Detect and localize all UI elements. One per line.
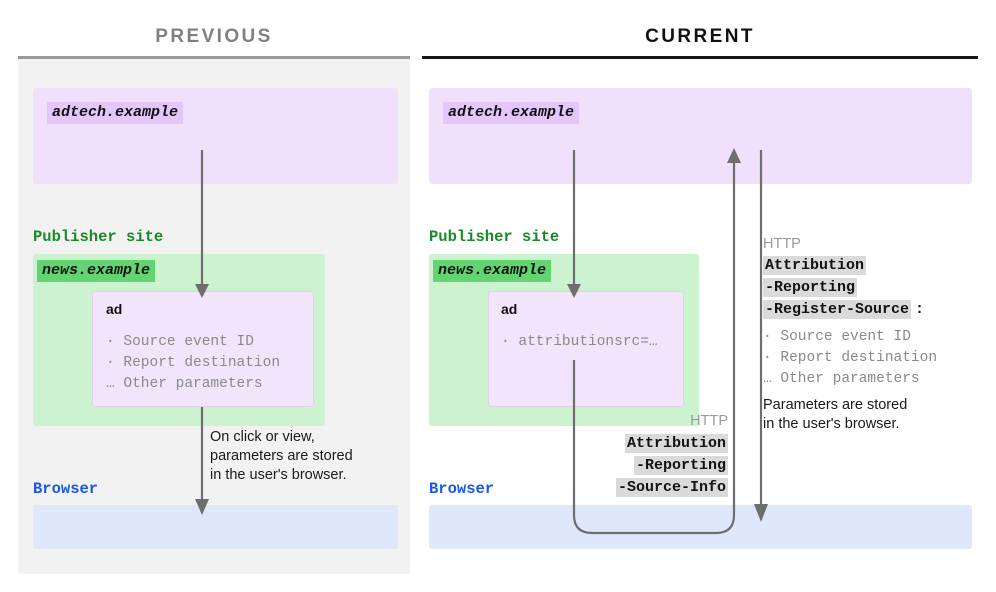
prev-ad-title: ad [106, 301, 123, 317]
cur-browser-label: Browser [429, 480, 495, 498]
cur-request-header-part-3: -Source-Info [615, 478, 728, 497]
prev-browser-label: Browser [33, 480, 99, 498]
cur-browser-box [429, 505, 972, 549]
cur-response-header-part-2: -Reporting [763, 278, 858, 297]
cur-news-chip: news.example [433, 260, 552, 283]
cur-request-header-part-1: Attribution [624, 434, 728, 453]
cur-request-header-line-1: Attribution [528, 434, 728, 453]
prev-browser-box [33, 505, 398, 549]
prev-flow-note: On click or view, parameters are stored … [210, 429, 353, 484]
cur-adtech-chip: adtech.example [443, 102, 580, 125]
cur-response-header-line-1: Attribution [763, 256, 867, 275]
cur-response-header-part-3: -Register-Source [763, 300, 912, 319]
cur-ad-title: ad [501, 301, 518, 317]
cur-ad-params: · attributionsrc=… [501, 334, 658, 350]
panel-previous-title: PREVIOUS [155, 26, 273, 47]
cur-request-header-line-2: -Reporting [528, 456, 728, 475]
prev-adtech-chip: adtech.example [47, 102, 184, 125]
prev-publisher-label: Publisher site [33, 228, 164, 246]
panel-current-rule [422, 56, 978, 60]
cur-publisher-label: Publisher site [429, 228, 560, 246]
prev-ad-params: · Source event ID · Report destination …… [106, 334, 281, 393]
cur-response-note: Parameters are stored in the user's brow… [763, 397, 908, 433]
cur-response-params: · Source event ID · Report destination …… [763, 329, 938, 388]
cur-response-header-line-3: -Register-Source: [763, 300, 925, 319]
panel-previous-rule [18, 56, 410, 59]
prev-ad-box [92, 291, 314, 407]
prev-news-chip: news.example [37, 260, 156, 283]
panel-current-title: CURRENT [645, 26, 755, 47]
cur-response-header-colon: : [915, 301, 925, 318]
cur-request-http-label: HTTP [690, 413, 728, 429]
cur-response-header-part-1: Attribution [763, 256, 867, 275]
cur-request-header-part-2: -Reporting [633, 456, 728, 475]
cur-response-header-line-2: -Reporting [763, 278, 858, 297]
cur-response-http-label: HTTP [763, 236, 801, 252]
cur-request-header-line-3: -Source-Info [528, 478, 728, 497]
